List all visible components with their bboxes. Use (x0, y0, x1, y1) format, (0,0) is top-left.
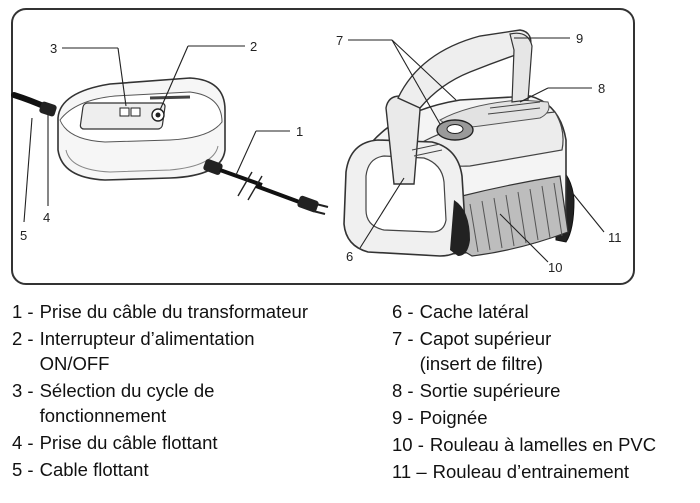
legend-item-3: 3 - Sélection du cycle de fonctionnement (12, 379, 392, 429)
legend-item-8: 8 - Sortie supérieure (392, 379, 697, 404)
legend-label: Prise du câble du transformateur (39, 301, 308, 322)
legend-right-column: 6 - Cache latéral 7 - Capot supérieur (i… (392, 300, 697, 485)
pvc-roller (461, 175, 569, 257)
legend-number: 2 - (12, 327, 34, 349)
legend-number: 8 - (392, 379, 414, 401)
callout-8: 8 (598, 81, 605, 96)
top-cover-knob-inner (446, 124, 464, 134)
legend-item-6: 6 - Cache latéral (392, 300, 697, 325)
front-vents (411, 101, 541, 157)
cycle-selector (119, 107, 130, 117)
legend-label: Sélection du cycle de fonctionnement (39, 379, 215, 426)
legend-label: Sortie supérieure (419, 379, 561, 401)
legend-label: Prise du câble flottant (39, 431, 218, 453)
legend-label: Rouleau à lamelles en PVC (429, 433, 657, 455)
panel-grip (149, 95, 191, 100)
legend-number: 11 – (392, 460, 427, 482)
legend-item-4: 4 - Prise du câble flottant (12, 431, 392, 456)
legend-label: Cable flottant (39, 458, 149, 480)
legend-number: 5 - (12, 458, 34, 480)
transformer-base (65, 145, 219, 173)
power-switch-center (155, 112, 161, 118)
floating-cable-plug (39, 101, 57, 117)
legend-label: Poignée (419, 406, 488, 428)
legend-label: Capot supérieur (insert de filtre) (419, 327, 552, 374)
callout-2: 2 (250, 39, 257, 54)
legend-label: Interrupteur d’alimentation ON/OFF (39, 327, 255, 374)
legend-item-1: 1 - Prise du câble du transformateur (12, 300, 392, 325)
handle-rear (509, 32, 533, 103)
leader-lines (23, 37, 605, 263)
pvc-roller-blades (469, 182, 563, 253)
mains-plug-pin-1 (315, 203, 329, 208)
legend-number: 7 - (392, 327, 414, 349)
legend-number: 6 - (392, 301, 414, 322)
callout-1: 1 (296, 124, 303, 139)
legend-left-column: 1 - Prise du câble du transformateur 2 -… (12, 300, 392, 483)
legend-item-10: 10 - Rouleau à lamelles en PVC (392, 433, 697, 458)
callout-5: 5 (20, 228, 27, 243)
legend-number: 3 - (12, 379, 34, 401)
callout-6: 6 (346, 249, 353, 264)
transformer-illustration (11, 77, 329, 215)
robot-illustration (343, 29, 575, 257)
legend-item-2: 2 - Interrupteur d’alimentation ON/OFF (12, 327, 392, 377)
product-diagram: 1 2 3 4 5 6 7 8 9 10 11 (11, 8, 635, 285)
transformer-cable-plug (203, 159, 223, 175)
legend-label: Cache latéral (419, 301, 529, 322)
callout-3: 3 (50, 41, 57, 56)
cycle-selector-2 (130, 107, 141, 117)
callout-10: 10 (548, 260, 562, 275)
side-wheel (450, 200, 470, 256)
mains-plug (297, 195, 319, 213)
transformer-cable (219, 168, 263, 187)
legend-item-9: 9 - Poignée (392, 406, 697, 431)
cable-break-2 (247, 175, 263, 201)
callout-11: 11 (608, 230, 622, 245)
legend-number: 4 - (12, 431, 34, 453)
legend-number: 1 - (12, 301, 34, 322)
legend-label: Rouleau d’entrainement (432, 460, 630, 482)
legend-item-11: 11 – Rouleau d’entrainement (392, 460, 697, 485)
callout-7: 7 (336, 33, 343, 48)
transformer-cable-end (255, 184, 303, 205)
mains-plug-pin-2 (312, 210, 326, 215)
legend-number: 10 - (392, 433, 424, 455)
callout-9: 9 (576, 31, 583, 46)
callout-4: 4 (43, 210, 50, 225)
legend-number: 9 - (392, 406, 414, 428)
legend-item-5: 5 - Cable flottant (12, 458, 392, 483)
cable-break-1 (237, 171, 253, 197)
legend-item-7: 7 - Capot supérieur (insert de filtre) (392, 327, 697, 377)
